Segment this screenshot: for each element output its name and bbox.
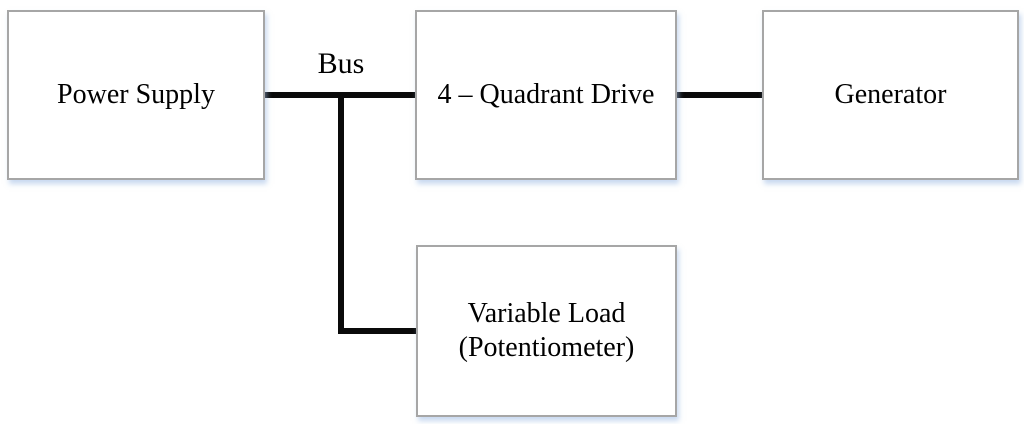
block-variable-load-label-line1: Variable Load [467, 298, 626, 329]
wire-drop-to-variable-load [338, 328, 418, 334]
block-variable-load-label-line2: (Potentiometer) [458, 332, 635, 363]
block-generator: Generator [762, 10, 1019, 180]
wire-bus-vertical-drop [338, 92, 344, 334]
block-four-quadrant-drive-label: 4 – Quadrant Drive [437, 79, 655, 110]
block-power-supply: Power Supply [7, 10, 265, 180]
block-generator-label: Generator [834, 79, 947, 110]
wire-drive-to-generator [675, 92, 764, 98]
block-power-supply-label: Power Supply [57, 79, 215, 110]
block-four-quadrant-drive: 4 – Quadrant Drive [415, 10, 677, 180]
block-variable-load: Variable Load (Potentiometer) [416, 245, 677, 417]
bus-label: Bus [317, 47, 365, 80]
